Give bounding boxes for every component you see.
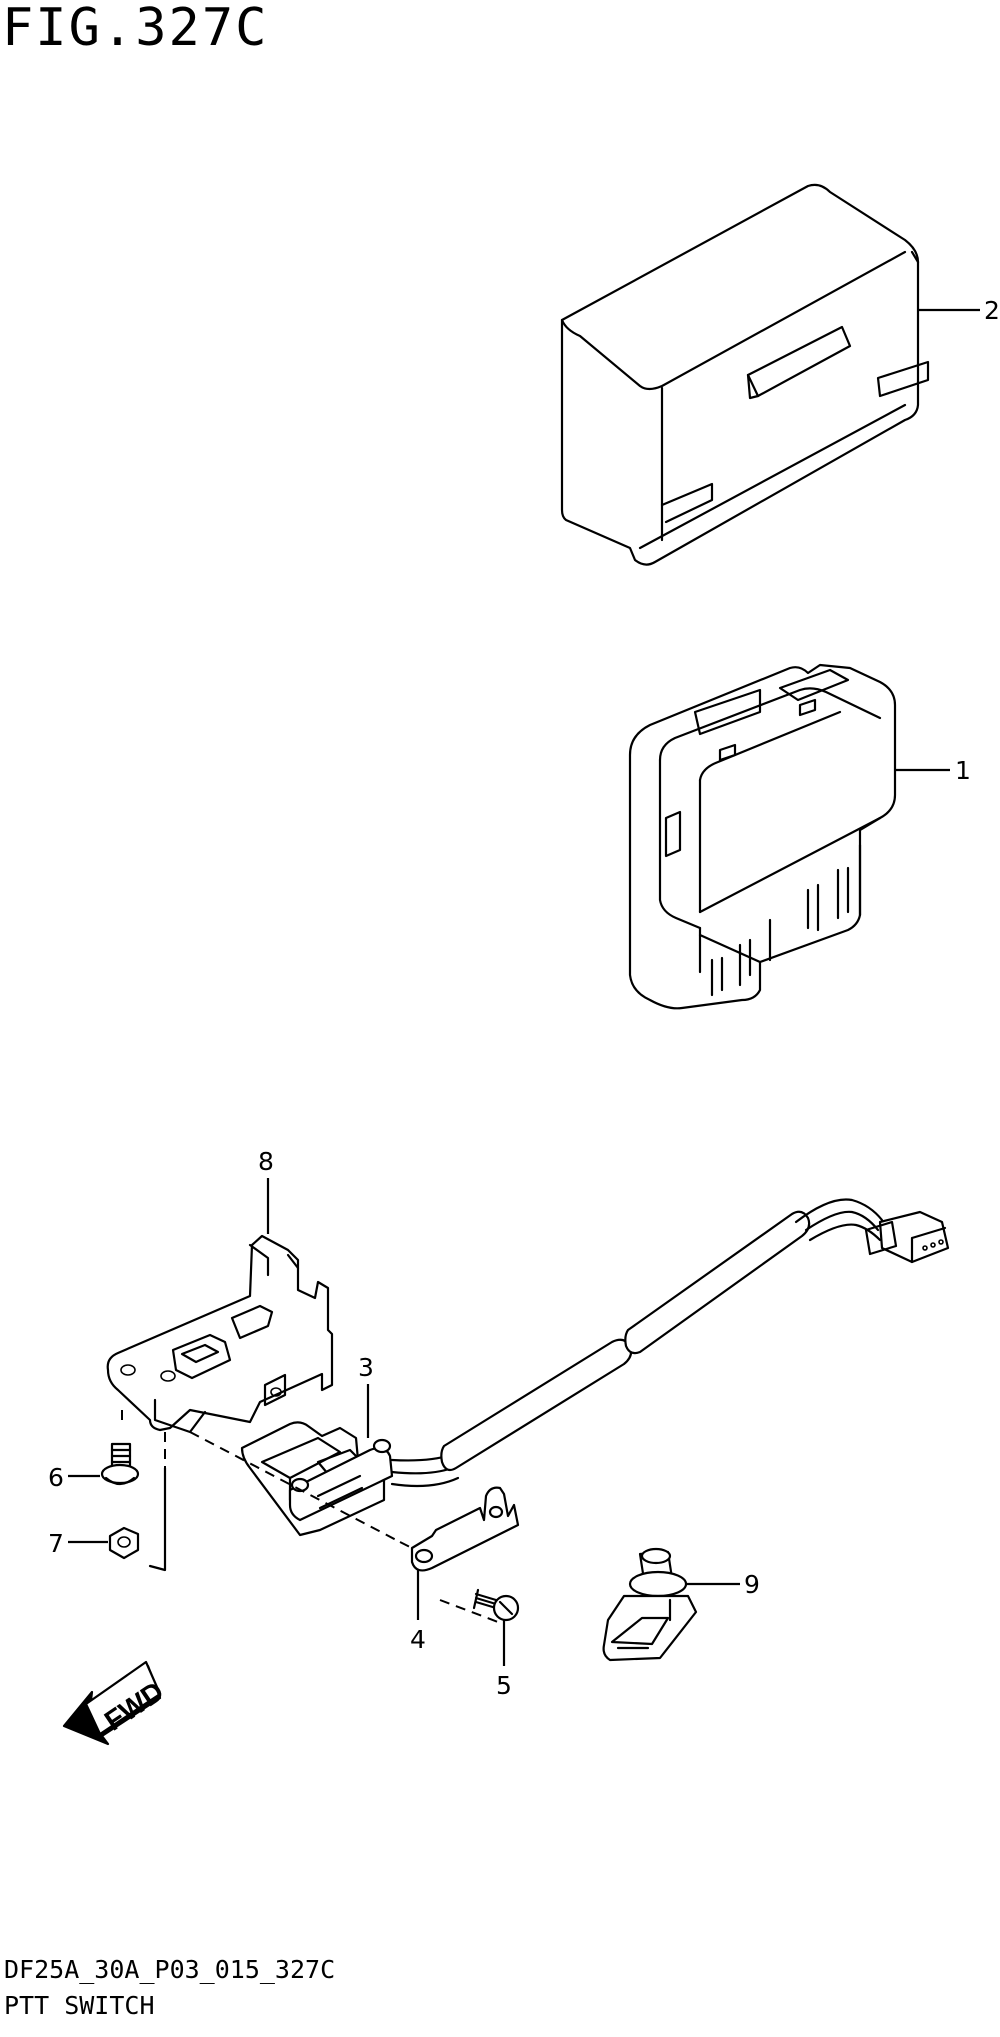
part-5-screw[interactable] <box>472 1588 520 1622</box>
bracket-line-7 <box>148 1466 167 1572</box>
part-3-ptt-switch[interactable] <box>240 1421 394 1537</box>
wire-harness[interactable] <box>390 1198 950 1488</box>
callout-6[interactable]: 6 <box>48 1463 64 1492</box>
assembly-line-d <box>439 1599 499 1623</box>
figure-title: FIG.327C <box>2 0 269 58</box>
part-4-plate[interactable] <box>410 1486 520 1572</box>
callout-2[interactable]: 2 <box>984 296 1000 325</box>
part-7-nut[interactable] <box>108 1526 140 1560</box>
fwd-arrow-icon: FWD <box>62 1660 169 1746</box>
part-6-bolt[interactable] <box>100 1442 140 1486</box>
assembly-line-b <box>399 1541 413 1549</box>
callout-5[interactable]: 5 <box>496 1671 512 1700</box>
callout-4[interactable]: 4 <box>410 1625 426 1654</box>
figure-name: PTT SWITCH <box>4 1991 155 2020</box>
part-9-clamp[interactable] <box>602 1547 698 1662</box>
part-2-cover[interactable] <box>560 183 930 566</box>
callout-3[interactable]: 3 <box>358 1353 374 1382</box>
callout-1[interactable]: 1 <box>955 756 971 785</box>
callout-8[interactable]: 8 <box>258 1147 274 1176</box>
part-1-relay-unit[interactable] <box>628 663 897 1010</box>
part-8-bracket[interactable] <box>106 1234 334 1434</box>
figure-code: DF25A_30A_P03_015_327C <box>4 1955 336 1984</box>
assembly-line-a <box>189 1431 401 1543</box>
callout-9[interactable]: 9 <box>744 1570 760 1599</box>
callout-7[interactable]: 7 <box>48 1529 64 1558</box>
